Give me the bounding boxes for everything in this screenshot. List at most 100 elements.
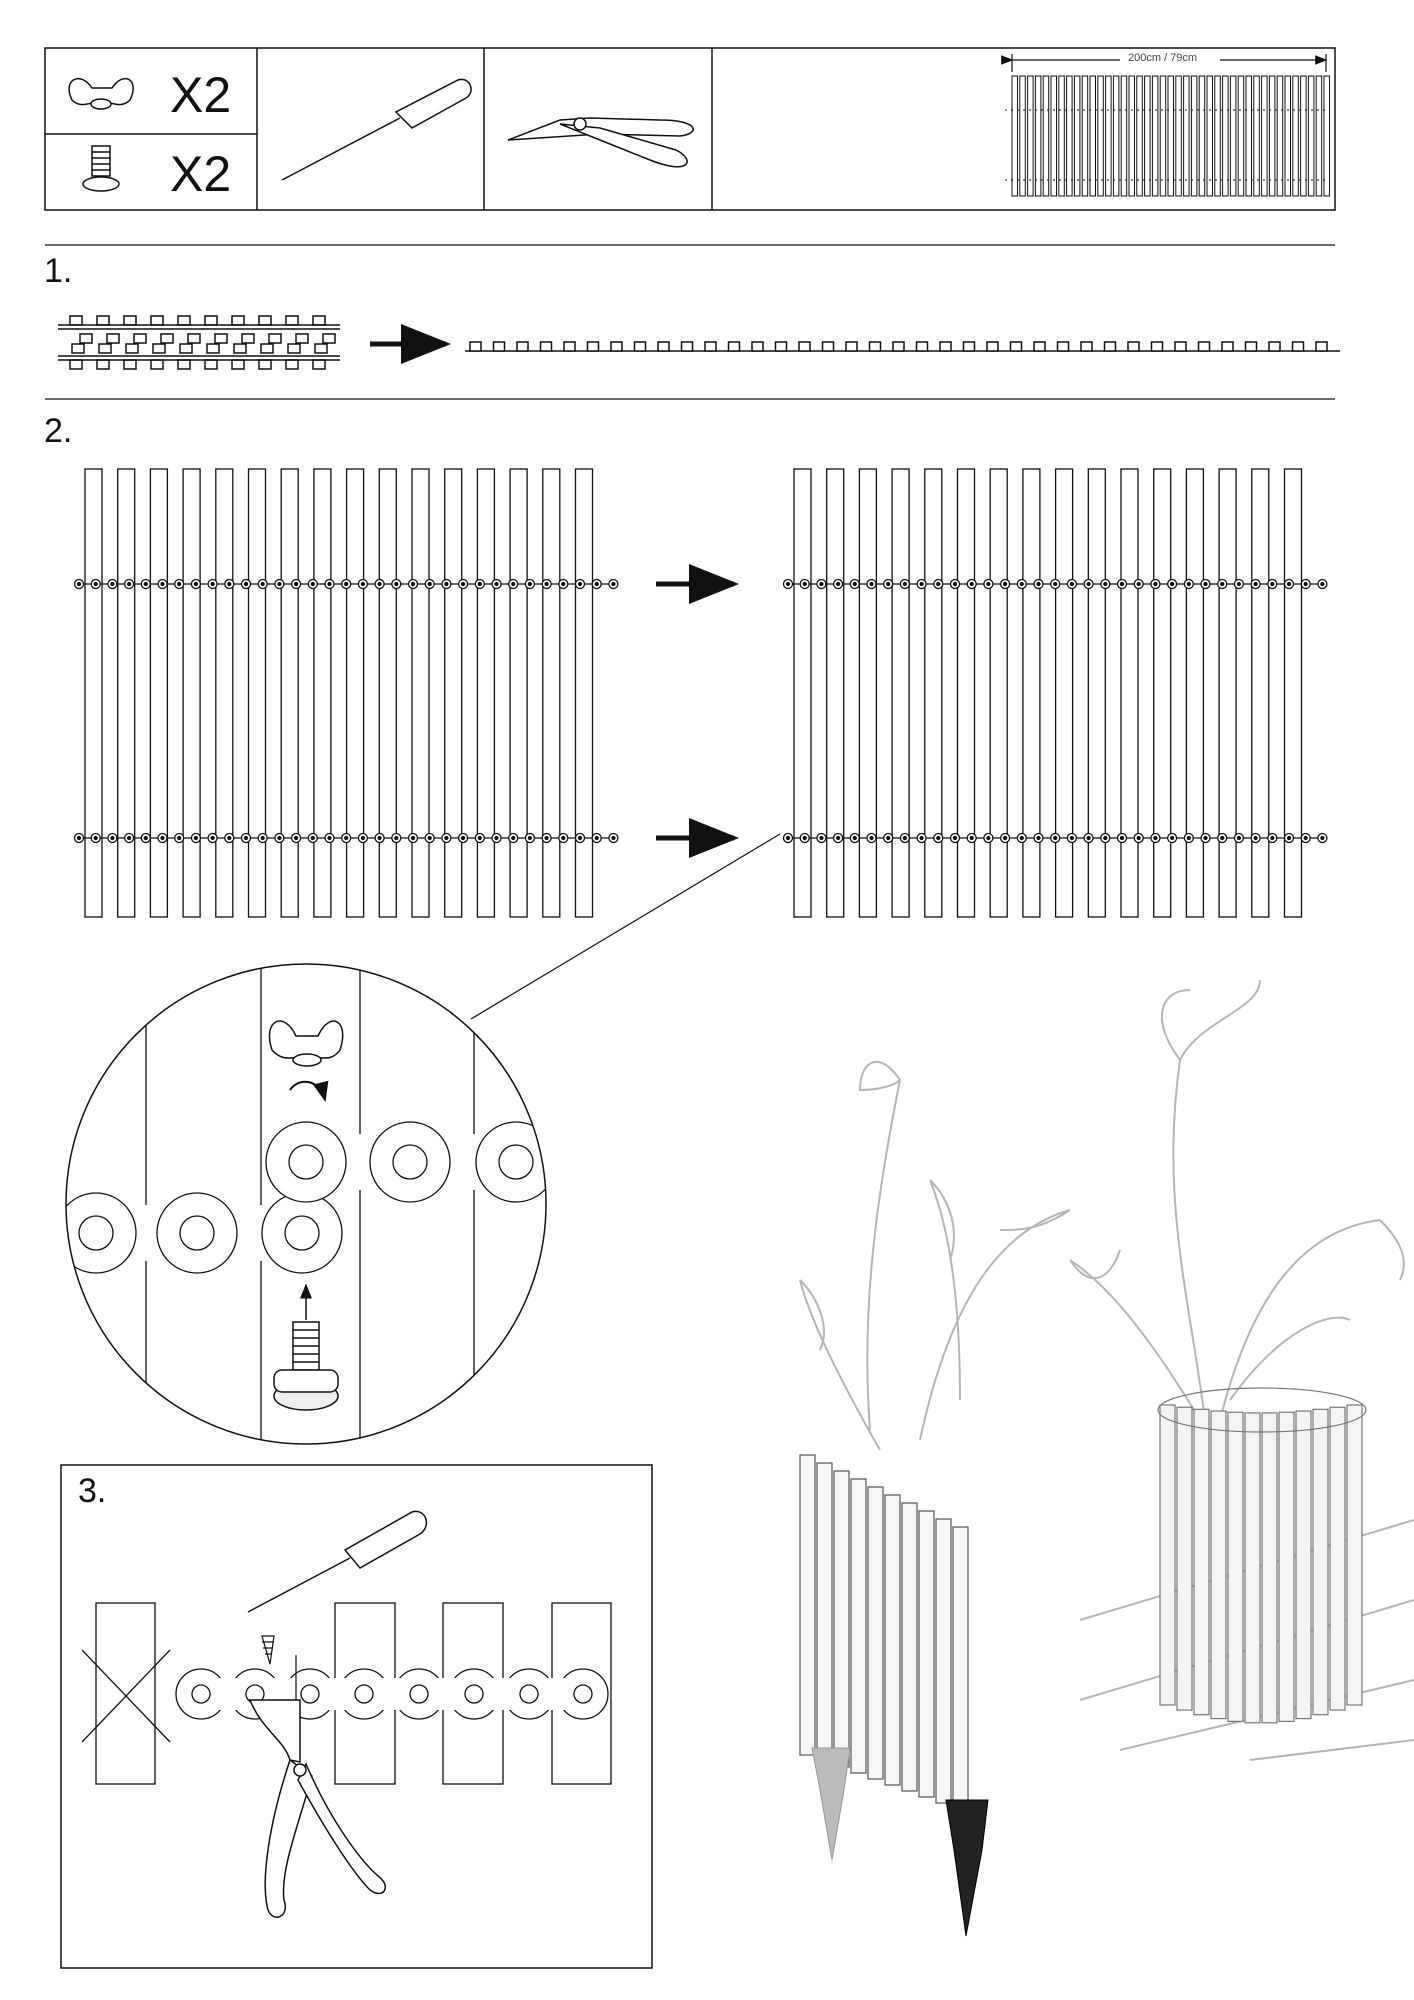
fence-slat [444,468,463,918]
chain-hole-center [193,581,199,587]
chain-hole-center [227,835,232,841]
chain-hole-center [494,835,499,841]
chain-hole-center [1119,581,1125,587]
chain-hole-center [1136,581,1141,587]
chain-hole-center [344,835,349,841]
chain-hole-center [477,835,482,841]
chain-hole-center [1153,835,1158,841]
chain-hole-center [210,581,215,587]
chain-tab [214,333,228,344]
chain-tab [179,343,193,354]
chain-hole-center [210,835,215,841]
fence-slat [149,468,169,918]
chain-hole-center [544,581,549,587]
slat [1214,75,1221,197]
chain-hole-center [277,581,282,587]
fence-slat [858,468,878,918]
slat [1011,75,1018,197]
chain-tab [285,315,299,326]
chain-hole-center [1186,581,1191,587]
slat [1120,75,1128,197]
chain-hole-center [611,581,616,587]
chain-hole-center [869,835,874,841]
ground-stake-icon [811,1747,989,1937]
chain-hole-center [527,581,533,587]
planter-slat [1312,1408,1329,1716]
chain-tab [1315,341,1328,352]
chain-hole-center [852,581,857,587]
chain-tab [287,343,301,354]
slat [1175,75,1182,197]
chain-tab [1221,341,1234,352]
chain-hole-center [193,835,199,841]
planter-slat [1210,1410,1227,1720]
chain-tab [1103,341,1117,352]
fence-slat [84,468,103,918]
chain-hole-center [327,835,332,841]
slat [1066,75,1073,197]
rotate-arrow-icon [289,1080,329,1102]
chain-band [306,1134,546,1190]
chain-tab [774,341,788,352]
slat [1206,75,1213,197]
chain-hole-center [410,835,416,841]
slat [1058,75,1065,197]
fence-before [73,468,619,918]
chain-hole-center [1220,581,1225,587]
chain-tab [727,341,741,352]
chain-hole [603,1145,637,1179]
edging-slat [918,1510,935,1798]
fence-slat [1185,468,1205,918]
step-2-number: 2. [44,412,73,450]
chain-tab [1291,341,1305,352]
edging-slat [850,1478,867,1774]
chain-hole-center [561,835,566,841]
chain-hole-center [1253,835,1258,841]
chain-hole-center [1286,581,1292,587]
chain-hole [519,1684,539,1704]
bolt-icon [273,1321,339,1411]
chain-hole-center [577,835,583,841]
chain-tab [295,333,309,344]
fence-slat [989,468,1008,918]
slat [1081,75,1089,197]
chain-tab [312,359,326,370]
step-1-number: 1. [44,252,73,290]
chain-hole-center [969,835,974,841]
chain-link-outline [369,1121,451,1203]
planter-slat [1244,1412,1261,1724]
slat [1034,75,1042,197]
chain-tab [187,333,201,344]
chain-hole [464,1684,484,1704]
slat [1229,75,1237,197]
chain-hole-center [902,581,908,587]
fence-slat [826,468,845,918]
chain-tab [986,341,999,352]
chain-tab [177,315,191,326]
slat [1019,75,1026,197]
chain-hole [392,1144,428,1180]
chain-tab [123,359,137,370]
chain-hole-center [936,835,941,841]
chain-link-outline [265,1121,347,1203]
slat [1027,75,1034,197]
edging-slat [884,1494,901,1786]
chain-hole-center [802,581,807,587]
step-3-number: 3. [78,1472,107,1510]
planter-slat [1278,1411,1295,1722]
wing-nut-icon [268,1020,344,1067]
fence-slat [509,468,528,918]
chain-hole-center [886,581,891,587]
chain-hole-center [1303,581,1308,587]
chain-hole-center [1119,835,1125,841]
edging-slat [816,1462,833,1762]
slat [1237,75,1245,197]
slat [1136,75,1143,197]
chain-tab [160,333,174,344]
planter-slat [1261,1412,1278,1724]
chain-hole-center [260,581,265,587]
chain-tab [633,341,647,352]
chain-hole-center [410,581,416,587]
chain-hole-center [344,581,349,587]
